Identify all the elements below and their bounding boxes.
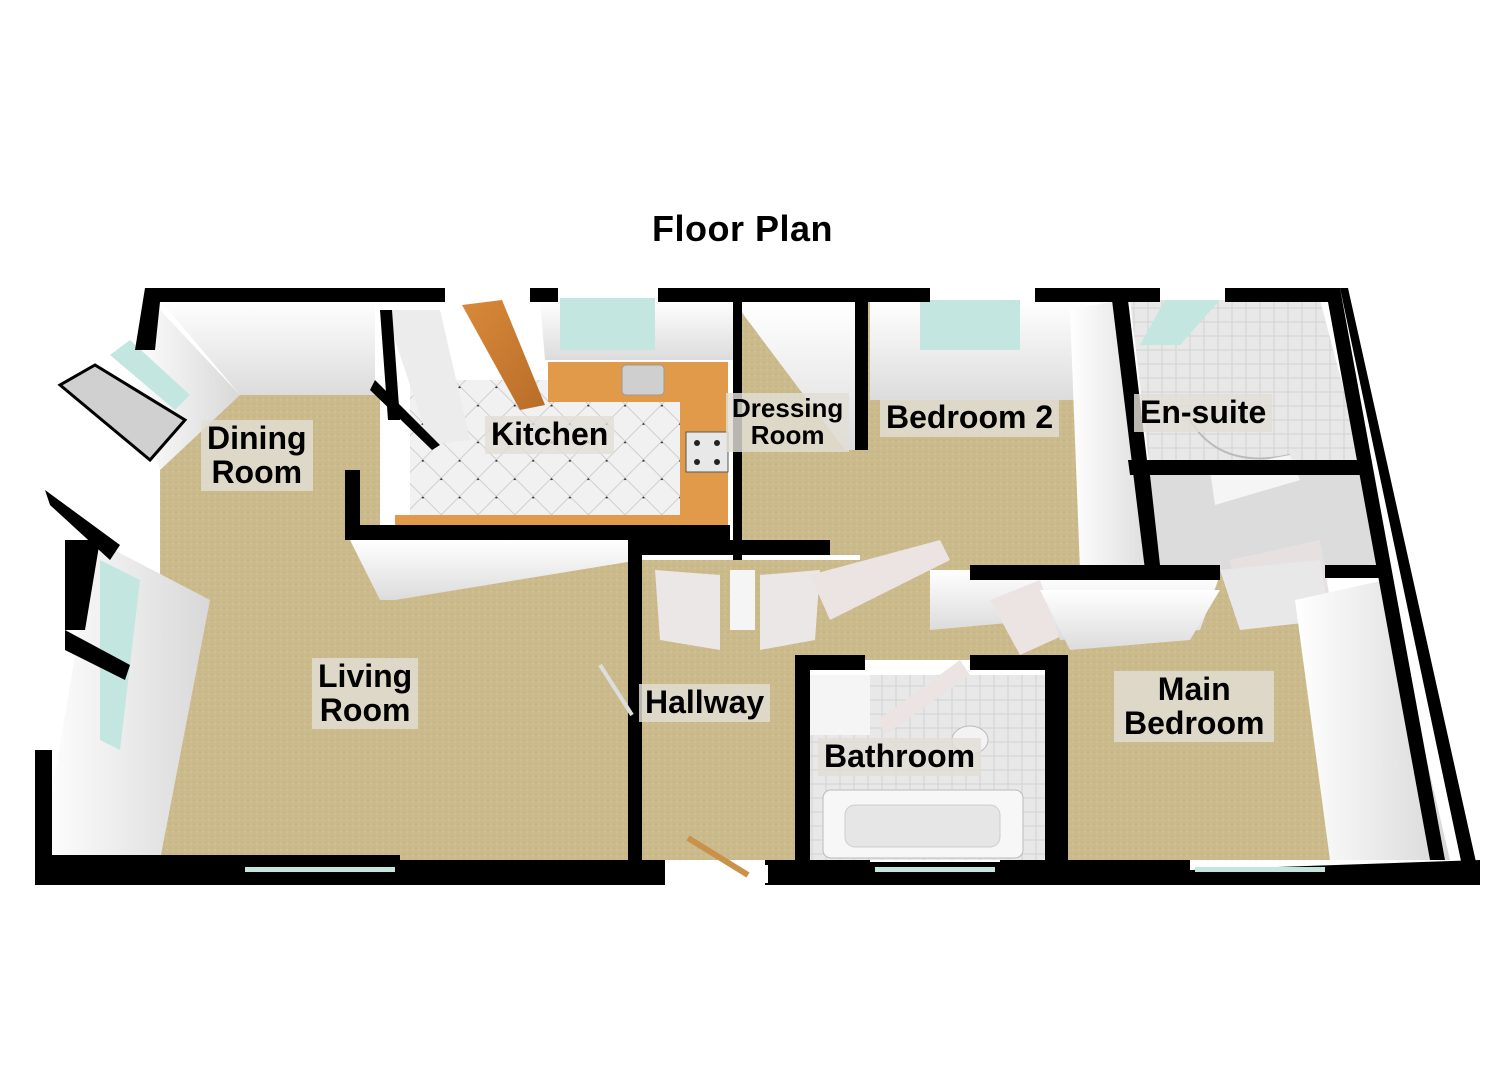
room-label-bathroom: Bathroom	[818, 738, 982, 776]
room-label-en-suite: En-suite	[1134, 394, 1273, 432]
room-label-dining-room: Dining Room	[201, 420, 313, 492]
exterior-walls	[35, 288, 1480, 885]
room-label-main-bedroom: Main Bedroom	[1114, 671, 1275, 743]
room-label-hallway: Hallway	[639, 684, 771, 722]
page-title: Floor Plan	[651, 208, 833, 249]
room-label-dressing-room: Dressing Room	[726, 393, 850, 452]
room-label-kitchen: Kitchen	[485, 416, 615, 454]
room-label-living-room: Living Room	[312, 658, 419, 730]
front-door	[686, 835, 750, 878]
kitchen-hob	[685, 431, 729, 473]
kitchen-door	[462, 300, 545, 410]
room-label-bedroom-2: Bedroom 2	[880, 399, 1060, 437]
kitchen-sink	[621, 364, 665, 396]
